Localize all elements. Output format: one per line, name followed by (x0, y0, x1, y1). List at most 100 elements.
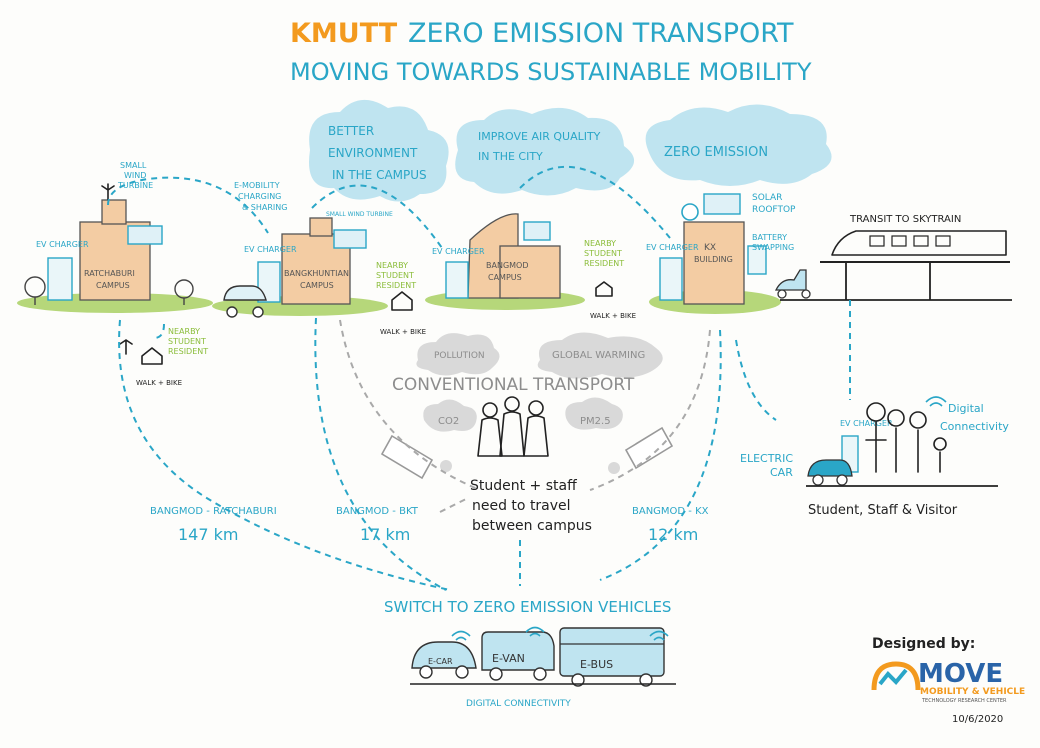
cloud-air-quality: IMPROVE AIR QUALITY IN THE CITY (455, 107, 635, 196)
wifi-icon-van (525, 626, 545, 637)
route-labels: BANGMOD - RATCHABURI 147 km BANGMOD - BK… (150, 506, 709, 544)
solar-l1: SOLAR (752, 193, 782, 203)
cloud-text-6: ZERO EMISSION (664, 145, 768, 160)
electric-car-l2: CAR (770, 466, 793, 479)
campus-ratchaburi-l2: CAMPUS (96, 281, 130, 290)
emobility-label-1: E-MOBILITY (234, 181, 280, 190)
digital-l2: Connectivity (940, 420, 1009, 433)
nearby-3-l2: STUDENT (584, 249, 622, 258)
logo-word: MOVE (918, 659, 1003, 689)
cloud-text-1: BETTER (328, 124, 374, 138)
campus-kx: KX BUILDING EV CHARGER SOLAR ROOFTOP BAT… (646, 193, 811, 314)
title-main: ZERO EMISSION TRANSPORT (408, 18, 794, 49)
ev-charger-label-3: EV CHARGER (432, 247, 485, 256)
credit-date: 10/6/2020 (952, 714, 1003, 725)
route2-km: 17 km (360, 525, 410, 544)
cloud-zero-emission: ZERO EMISSION (645, 104, 832, 186)
walk-bike-2: WALK + BIKE (380, 328, 426, 336)
co2-label: CO2 (438, 416, 459, 427)
campus-bangmod: BANGMOD CAMPUS EV CHARGER NEARBY STUDENT… (425, 213, 636, 320)
cloud-text-4: IMPROVE AIR QUALITY (478, 130, 601, 143)
wifi-icon-bus (649, 630, 669, 641)
bus-left-icon (380, 434, 434, 480)
ev-charger-label-5: EV CHARGER (840, 419, 893, 428)
move-logo-icon (871, 661, 921, 691)
zero-emission-vehicles: SWITCH TO ZERO EMISSION VEHICLES E-CAR E… (384, 598, 676, 709)
nearby-3-l3: RESIDENT (584, 259, 624, 268)
ev-charger-label-4: EV CHARGER (646, 243, 699, 252)
campus-ratchaburi-l1: RATCHABURI (84, 269, 135, 278)
walk-bike-3: WALK + BIKE (590, 312, 636, 320)
need-travel-1: Student + staff (470, 478, 577, 494)
walk-bike-1: WALK + BIKE (136, 379, 182, 387)
evan-label: E-VAN (492, 652, 525, 665)
ev-charger-label-2: EV CHARGER (244, 245, 297, 254)
ev-charger-label-1: EV CHARGER (36, 240, 89, 249)
nearby-2-l3: RESIDENT (376, 281, 416, 290)
logo-sub1: MOBILITY & VEHICLE (920, 687, 1025, 697)
conventional-title: CONVENTIONAL TRANSPORT (392, 375, 635, 395)
wind-label-1: SMALL (120, 161, 147, 170)
electric-car-icon (807, 459, 853, 477)
wind-label-2: WIND (124, 171, 146, 180)
ebus-icon (559, 627, 665, 677)
cloud-text-3: IN THE CAMPUS (332, 168, 427, 182)
wind-label-3: TURBINE (117, 181, 153, 190)
cloud-better-environment: BETTER ENVIRONMENT IN THE CAMPUS (309, 99, 449, 202)
route1-name: BANGMOD - RATCHABURI (150, 506, 277, 517)
ecar-label: E-CAR (428, 657, 453, 666)
switch-title: SWITCH TO ZERO EMISSION VEHICLES (384, 598, 671, 616)
emobility-label-2: CHARGING (238, 192, 281, 201)
campus-ratchaburi: RATCHABURI CAMPUS EV CHARGER SMALL WIND … (17, 161, 213, 313)
campus-kx-l1: KX (704, 243, 716, 253)
nearby-2-l2: STUDENT (376, 271, 414, 280)
car-icon (223, 285, 267, 301)
battery-l1: BATTERY (752, 233, 787, 242)
nearby-ratchaburi: NEARBY STUDENT RESIDENT WALK + BIKE (119, 327, 208, 387)
subtitle: MOVING TOWARDS SUSTAINABLE MOBILITY (290, 58, 812, 86)
skytrain: TRANSIT TO SKYTRAIN (780, 214, 1012, 301)
electric-car-l1: ELECTRIC (740, 452, 793, 465)
wifi-icon (925, 396, 947, 407)
nearby-3-l1: NEARBY (584, 239, 616, 248)
evan-icon (481, 631, 555, 671)
nearby-2-l1: NEARBY (376, 261, 408, 270)
campus-kx-l2: BUILDING (694, 255, 733, 264)
campus-bkt-l1: BANGKHUNTIAN (284, 269, 349, 278)
bus-right-icon (624, 426, 674, 470)
ebus-label: E-BUS (580, 658, 613, 671)
nearby-1-l2: STUDENT (168, 337, 206, 346)
route2-name: BANGMOD - BKT (336, 506, 419, 517)
logo-sub2: TECHNOLOGY RESEARCH CENTER (921, 698, 1007, 704)
digital-connectivity-label: DIGITAL CONNECTIVITY (466, 699, 571, 709)
cloud-text-2: ENVIRONMENT (328, 146, 418, 160)
ecar-icon (411, 641, 477, 669)
people-icon (477, 396, 549, 457)
scooter-icon (774, 269, 807, 291)
need-travel-2: need to travel (472, 498, 571, 514)
campus-bkt-l2: CAMPUS (300, 281, 334, 290)
visitors-area: ELECTRIC CAR EV CHARGER Digital Connecti… (740, 396, 1009, 518)
title-block: KMUTT ZERO EMISSION TRANSPORT MOVING TOW… (290, 18, 812, 86)
emobility-label-3: & SHARING (242, 203, 287, 212)
visitors-icon (865, 402, 947, 473)
route3-name: BANGMOD - KX (632, 506, 709, 517)
digital-l1: Digital (948, 402, 984, 415)
wifi-icon-car (451, 630, 471, 641)
route3-km: 12 km (648, 525, 698, 544)
title-brand: KMUTT (290, 18, 398, 49)
transit-label: TRANSIT TO SKYTRAIN (849, 214, 961, 225)
designed-by: Designed by: (872, 636, 975, 652)
visitors-label: Student, Staff & Visitor (808, 503, 958, 518)
pm25-label: PM2.5 (580, 416, 611, 427)
pollution-label: POLLUTION (434, 351, 485, 361)
nearby-1-l3: RESIDENT (168, 347, 208, 356)
credit-block: Designed by: MOVE MOBILITY & VEHICLE TEC… (871, 636, 1025, 725)
route1-km: 147 km (178, 525, 238, 544)
small-wind-turbine-label: SMALL WIND TURBINE (326, 211, 393, 218)
conventional-transport: POLLUTION GLOBAL WARMING CONVENTIONAL TR… (380, 332, 674, 534)
campus-bangmod-l1: BANGMOD (486, 261, 529, 270)
campus-bangmod-l2: CAMPUS (488, 273, 522, 282)
solar-l2: ROOFTOP (752, 205, 796, 215)
